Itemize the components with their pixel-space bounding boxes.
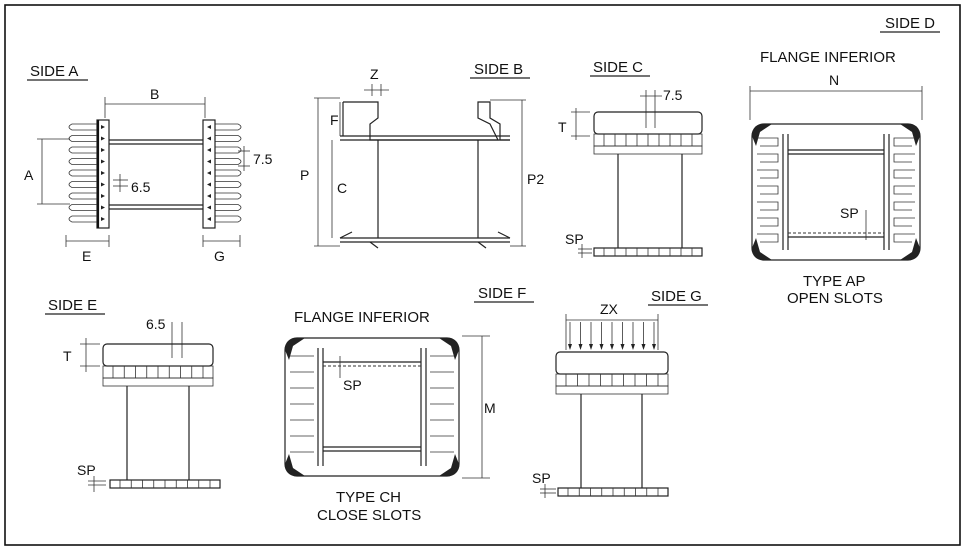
side-a-right-comb	[202, 119, 216, 229]
side-a-left-comb	[96, 119, 110, 229]
dim-e-t-label: T	[63, 348, 72, 364]
dim-c-sp-label: SP	[565, 231, 584, 247]
side-d-caption: FLANGE INFERIOR	[760, 49, 896, 66]
side-d-view: SIDE D FLANGE INFERIOR N SP TYPE AP OPEN…	[749, 15, 940, 307]
dim-e-label: E	[82, 248, 91, 264]
side-d-open-slots	[757, 137, 915, 243]
dim-g-sp-label: SP	[532, 470, 551, 486]
side-g-slots	[565, 374, 659, 386]
close-slots-caption: CLOSE SLOTS	[317, 507, 421, 524]
side-g-zx-arrows	[568, 322, 656, 350]
dim-7-5-label: 7.5	[253, 151, 273, 167]
dim-c-7-5-label: 7.5	[663, 87, 683, 103]
dim-f-sp-label: SP	[343, 377, 362, 393]
side-d-label: SIDE D	[885, 15, 935, 32]
dim-c-label: C	[337, 180, 347, 196]
dim-f-label: F	[330, 112, 339, 128]
side-e-bottom-slots	[119, 480, 211, 488]
side-c-label: SIDE C	[593, 59, 643, 76]
side-a-fins	[68, 123, 242, 223]
dim-p-label: P	[300, 167, 309, 183]
dim-n-label: N	[829, 72, 839, 88]
dim-c-t-label: T	[558, 119, 567, 135]
dim-m-label: M	[484, 400, 496, 416]
side-g-label: SIDE G	[651, 288, 702, 305]
side-c-top-flange	[593, 111, 703, 135]
dim-b-label: B	[150, 86, 159, 102]
dim-a-label: A	[24, 167, 34, 183]
side-g-view: SIDE G ZX SP	[532, 288, 708, 498]
side-e-label: SIDE E	[48, 297, 97, 314]
side-f-caption: FLANGE INFERIOR	[294, 309, 430, 326]
side-b-label: SIDE B	[474, 61, 523, 78]
side-e-view: SIDE E 6.5 T SP	[45, 297, 221, 492]
dim-6-5-label: 6.5	[131, 179, 151, 195]
side-g-bottom-slots	[567, 488, 659, 496]
dim-zx-label: ZX	[600, 301, 619, 317]
side-g-top-flange	[555, 351, 669, 375]
side-f-view: SIDE F FLANGE INFERIOR SP M TYPE CH CLOS…	[284, 285, 534, 524]
dim-z-label: Z	[370, 66, 379, 82]
dim-e-sp-label: SP	[77, 462, 96, 478]
dim-e-6-5-label: 6.5	[146, 316, 166, 332]
side-e-slots	[112, 366, 204, 378]
dim-d-sp-label: SP	[840, 205, 859, 221]
side-d-flange-outline	[751, 123, 921, 261]
open-slots-caption: OPEN SLOTS	[787, 290, 883, 307]
dim-p2-label: P2	[527, 171, 544, 187]
side-c-bottom-slots	[603, 248, 693, 256]
side-f-label: SIDE F	[478, 285, 526, 302]
side-c-view: SIDE C 7.5 T SP	[558, 59, 703, 258]
dim-g-label: G	[214, 248, 225, 264]
side-f-close-slots	[290, 355, 454, 453]
side-e-top-flange	[102, 343, 214, 367]
side-a-view: SIDE A B A 7.5 6.5	[24, 63, 273, 264]
side-c-slots	[603, 134, 693, 146]
type-ch-caption: TYPE CH	[336, 489, 401, 506]
side-b-view: SIDE B Z F P C P2	[300, 61, 544, 249]
side-a-label: SIDE A	[30, 63, 78, 80]
type-ap-caption: TYPE AP	[803, 273, 866, 290]
side-f-flange-outline	[284, 337, 460, 477]
sheet-border	[4, 4, 961, 546]
